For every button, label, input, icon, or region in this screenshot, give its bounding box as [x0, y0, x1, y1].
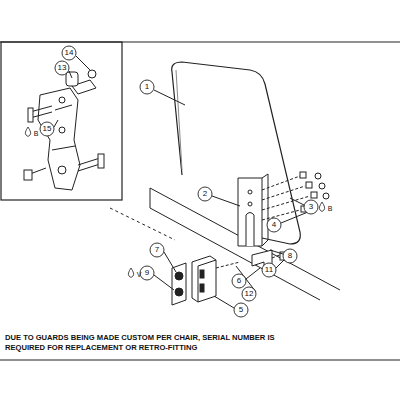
callout-number: 9	[145, 269, 149, 277]
callout-number: 3	[309, 203, 313, 211]
adhesive-symbol: V	[137, 271, 142, 278]
callout-number: 6	[237, 277, 241, 285]
callout-number: 1	[145, 83, 149, 91]
callout-number: 8	[288, 252, 292, 260]
callout-number: 2	[203, 190, 207, 198]
callout-number: 14	[65, 49, 74, 57]
callout-number: 11	[265, 266, 273, 274]
adhesive-symbol: B	[328, 205, 333, 212]
callout-number: 4	[272, 221, 276, 229]
callout-number: 13	[58, 64, 67, 72]
callout-number: 12	[245, 290, 254, 298]
note-text: DUE TO GUARDS BEING MADE CUSTOM PER CHAI…	[5, 333, 305, 354]
callout-number: 7	[155, 246, 159, 254]
adhesive-symbol: B	[34, 130, 39, 137]
callout-number: 5	[239, 306, 243, 314]
callout-number: 15	[43, 125, 52, 133]
